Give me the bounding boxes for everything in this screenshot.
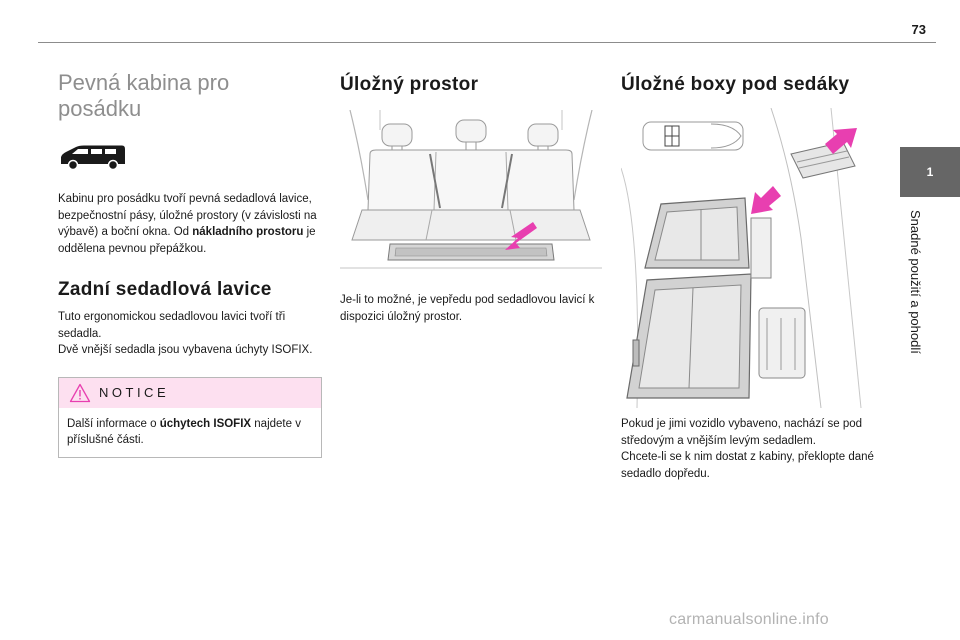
column-storage-space: Úložný prostor Je-li to možné, je vepřed: [340, 70, 602, 325]
section-title-line-1: Pevná kabina pro: [58, 70, 230, 95]
rear-bench-heading: Zadní sedadlová lavice: [58, 279, 272, 300]
storage-space-description: Je-li to možné, je vepředu pod sedadlovo…: [340, 294, 595, 323]
notice-title: NOTICE: [99, 385, 170, 400]
under-seat-boxes-illustration: [621, 108, 876, 408]
header-divider: [38, 42, 936, 43]
column-crew-cab: Pevná kabina pro posádku Kabinu pro posá…: [58, 70, 322, 458]
rear-bench-description: Tuto ergonomickou sedadlovou lavici tvoř…: [58, 309, 322, 359]
page-number: 73: [911, 22, 926, 37]
watermark: carmanualsonline.info: [669, 611, 829, 628]
column-under-seat-boxes: Úložné boxy pod sedáky Pokud j: [621, 70, 876, 482]
rear-bench-line-1: Tuto ergonomickou sedadlovou lavici tvoř…: [58, 311, 286, 340]
section-title-crew-cab: Pevná kabina pro posádku: [58, 70, 322, 122]
chapter-tab[interactable]: 1: [900, 147, 960, 197]
under-seat-boxes-heading: Úložné boxy pod sedáky: [621, 74, 850, 95]
crew-cab-description: Kabinu pro posádku tvoří pevná sedadlová…: [58, 193, 317, 255]
under-seat-boxes-description: Pokud je jimi vozidlo vybaveno, nachází …: [621, 416, 876, 482]
section-title-line-2: posádku: [58, 96, 142, 121]
under-seat-boxes-line-1: Pokud je jimi vozidlo vybaveno, nachází …: [621, 418, 863, 447]
storage-space-heading: Úložný prostor: [340, 74, 479, 95]
notice-header: NOTICE: [59, 377, 321, 408]
warning-triangle-icon: [69, 383, 91, 402]
notice-box: NOTICE Další informace o úchytech ISOFIX…: [58, 376, 322, 458]
isofix-term: úchytech ISOFIX: [159, 417, 252, 430]
under-seat-boxes-line-2: Chcete-li se k nim dostat z kabiny, přek…: [621, 451, 874, 480]
chapter-title: Snadné použití a pohodlí: [908, 210, 923, 354]
rear-bench-storage-illustration: [340, 110, 602, 282]
rear-bench-line-2: Dvě vnější sedadla jsou vybavena úchyty …: [58, 344, 313, 356]
van-icon: [61, 145, 125, 171]
chapter-tab-number: 1: [926, 165, 934, 179]
notice-text: Další informace o úchytech ISOFIX najdet…: [67, 417, 301, 447]
chapter-title-vertical: Snadné použití a pohodlí: [905, 210, 925, 410]
cargo-space-term: nákladního prostoru: [192, 226, 304, 238]
